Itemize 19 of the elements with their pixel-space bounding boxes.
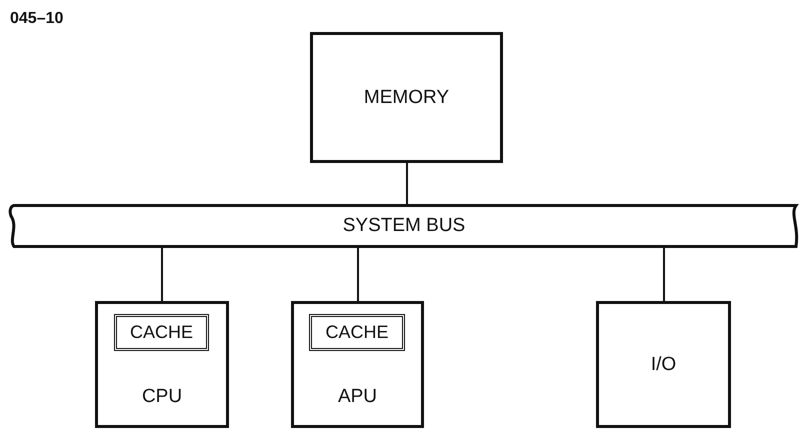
processor-box <box>291 301 424 428</box>
box-label: CPU <box>140 386 184 408</box>
connector-line <box>406 163 408 204</box>
io-box <box>596 301 731 428</box>
connector-line <box>357 248 359 301</box>
bus-label: SYSTEM BUS <box>342 215 466 237</box>
system-bus <box>8 204 800 248</box>
figure-number: 045–10 <box>10 10 64 28</box>
processor-box <box>95 301 229 428</box>
box-label: CACHE <box>325 322 388 343</box>
box-label: CACHE <box>130 322 193 343</box>
memory-box <box>310 32 503 163</box>
cache-box <box>114 314 209 351</box>
cache-box <box>309 314 405 351</box>
box-label: I/O <box>650 354 676 376</box>
connector-line <box>161 248 163 301</box>
box-label: MEMORY <box>364 86 450 108</box>
connector-line <box>663 248 665 301</box>
box-label: APU <box>336 386 378 408</box>
